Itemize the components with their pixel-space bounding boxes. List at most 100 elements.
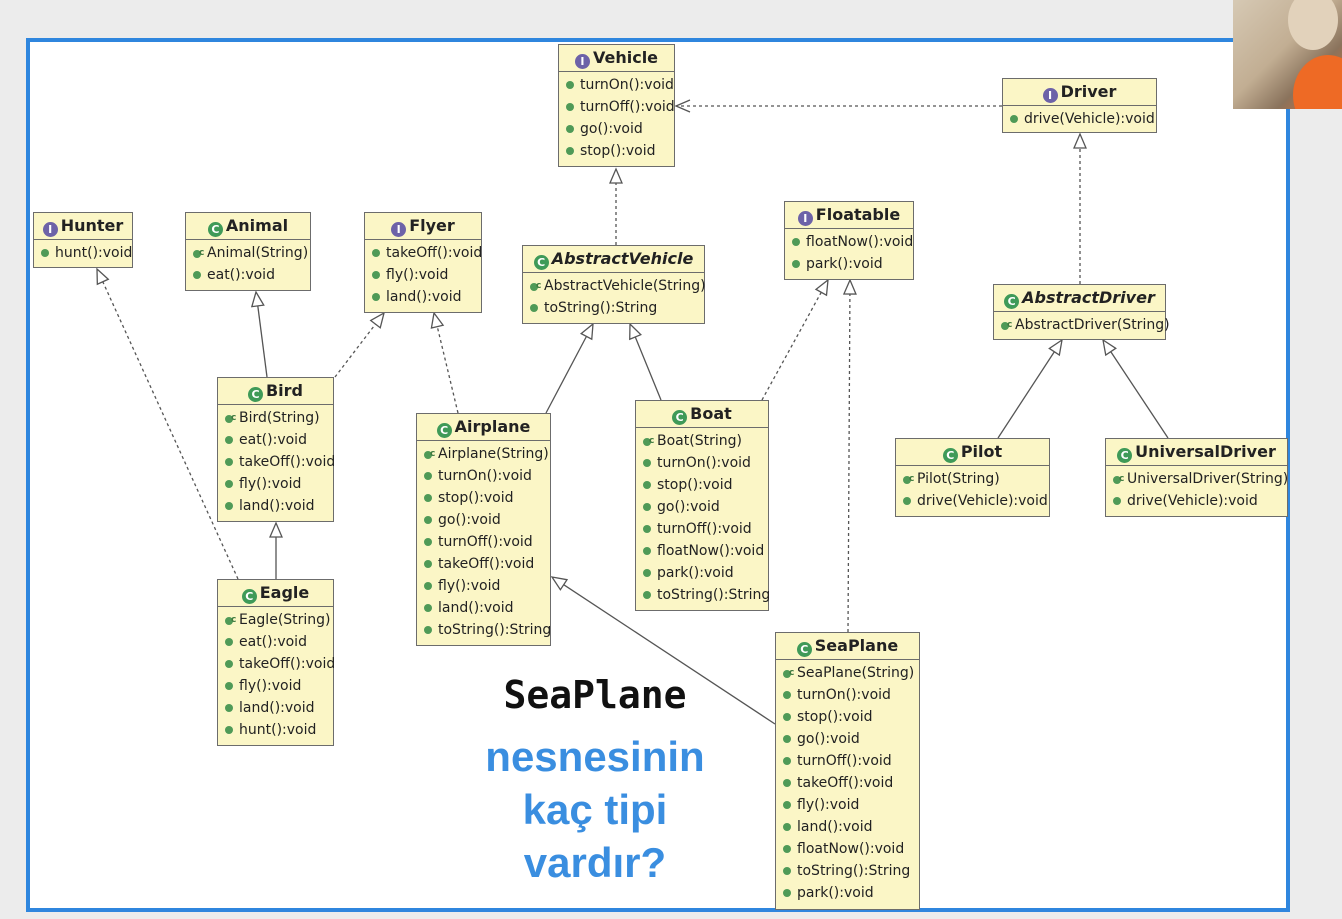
member-label: floatNow():void <box>806 234 914 250</box>
constructor-icon <box>643 430 654 452</box>
class-name: Boat <box>690 404 732 423</box>
member-label: turnOn():void <box>580 77 674 93</box>
member-label: toString():String <box>657 587 771 603</box>
caption-line-3: kaç tipi <box>522 786 668 833</box>
public-method-icon <box>783 889 791 897</box>
method-row: fly():void <box>372 264 477 286</box>
member-label: hunt():void <box>239 722 317 738</box>
class-members: Animal(String) eat():void <box>186 240 310 288</box>
class-name: SeaPlane <box>814 636 899 655</box>
member-label: land():void <box>386 289 462 305</box>
member-label: turnOn():void <box>797 687 891 703</box>
method-row: park():void <box>792 253 909 275</box>
method-row: takeOff():void <box>372 242 482 264</box>
method-row: stop():void <box>424 487 546 509</box>
public-method-icon <box>372 249 380 257</box>
interface-icon: I <box>1042 88 1058 103</box>
interface-icon: I <box>797 211 813 226</box>
class-name: Eagle <box>259 583 310 602</box>
public-method-icon <box>792 238 800 246</box>
member-label: turnOff():void <box>438 534 533 550</box>
member-label: turnOff():void <box>580 99 675 115</box>
class-icon: C <box>207 222 223 237</box>
member-label: turnOff():void <box>797 753 892 769</box>
method-row: toString():String <box>783 860 915 882</box>
public-method-icon <box>530 304 538 312</box>
caption-line-2: nesnesinin <box>485 733 705 780</box>
method-row: turnOn():void <box>783 684 915 706</box>
method-row: go():void <box>566 118 670 140</box>
constructor-row: Pilot(String) <box>903 468 1045 490</box>
member-label: park():void <box>797 885 874 901</box>
class-boat: CBoatBoat(String)turnOn():voidstop():voi… <box>635 400 771 611</box>
member-label: land():void <box>797 819 873 835</box>
method-row: stop():void <box>783 706 915 728</box>
webcam-lamp-shape <box>1288 0 1338 50</box>
method-row: fly():void <box>225 473 329 495</box>
method-row: turnOn():void <box>424 465 546 487</box>
class-name: Floatable <box>815 205 901 224</box>
public-method-icon <box>783 757 791 765</box>
member-label: eat():void <box>239 634 307 650</box>
method-row: eat():void <box>225 429 329 451</box>
class-universal-driver: CUniversalDriverUniversalDriver(String)d… <box>1105 438 1288 517</box>
public-method-icon <box>424 582 432 590</box>
constructor-row: Eagle(String) <box>225 609 331 631</box>
member-label: Eagle(String) <box>239 612 331 628</box>
method-row: turnOff():void <box>566 96 675 118</box>
class-abstract-vehicle: CAbstractVehicleAbstractVehicle(String)t… <box>522 245 706 324</box>
method-row: fly():void <box>783 794 915 816</box>
member-label: park():void <box>657 565 734 581</box>
constructor-row: Animal(String) <box>193 242 308 264</box>
class-icon: C <box>1004 294 1020 309</box>
class-members: drive(Vehicle):void <box>1003 106 1156 132</box>
member-label: eat():void <box>207 267 275 283</box>
constructor-icon <box>225 609 236 631</box>
member-label: turnOff():void <box>657 521 752 537</box>
method-row: land():void <box>424 597 546 619</box>
class-sea-plane: CSeaPlaneSeaPlane(String)turnOn():voidst… <box>775 632 920 910</box>
webcam-overlay <box>1233 0 1342 109</box>
public-method-icon <box>225 638 233 646</box>
class-icon: C <box>241 589 257 604</box>
interface-icon: I <box>574 54 590 69</box>
method-row: park():void <box>643 562 764 584</box>
member-label: fly():void <box>239 678 302 694</box>
member-label: floatNow():void <box>797 841 905 857</box>
member-label: turnOn():void <box>438 468 532 484</box>
method-row: takeOff():void <box>783 772 915 794</box>
class-members: Airplane(String) turnOn():void stop():void… <box>417 441 551 643</box>
public-method-icon <box>783 691 791 699</box>
class-icon: C <box>247 387 263 402</box>
member-label: land():void <box>239 700 315 716</box>
public-method-icon <box>566 103 574 111</box>
member-label: toString():String <box>544 300 658 316</box>
method-row: hunt():void <box>41 242 132 264</box>
class-members: Pilot(String)drive(Vehicle):void <box>896 466 1049 514</box>
public-method-icon <box>41 249 49 257</box>
member-label: go():void <box>580 121 643 137</box>
method-row: turnOn():void <box>566 74 674 96</box>
member-label: Airplane(String) <box>438 446 549 462</box>
constructor-icon <box>1113 468 1124 490</box>
class-members: SeaPlane(String)turnOn():voidstop():void… <box>776 660 919 906</box>
member-label: Pilot(String) <box>917 471 1000 487</box>
class-members: Bird(String)eat():voidtakeOff():voidfly(… <box>218 405 335 519</box>
method-row: drive(Vehicle):void <box>1010 108 1155 130</box>
interface-icon: I <box>391 222 407 237</box>
public-method-icon <box>225 502 233 510</box>
class-airplane: CAirplaneAirplane(String) turnOn():void st… <box>416 413 551 646</box>
webcam-person-shape <box>1293 55 1342 109</box>
caption-line-4: vardır? <box>523 839 667 886</box>
class-name: Bird <box>265 381 304 400</box>
class-name: Vehicle <box>592 48 659 67</box>
public-method-icon <box>225 436 233 444</box>
